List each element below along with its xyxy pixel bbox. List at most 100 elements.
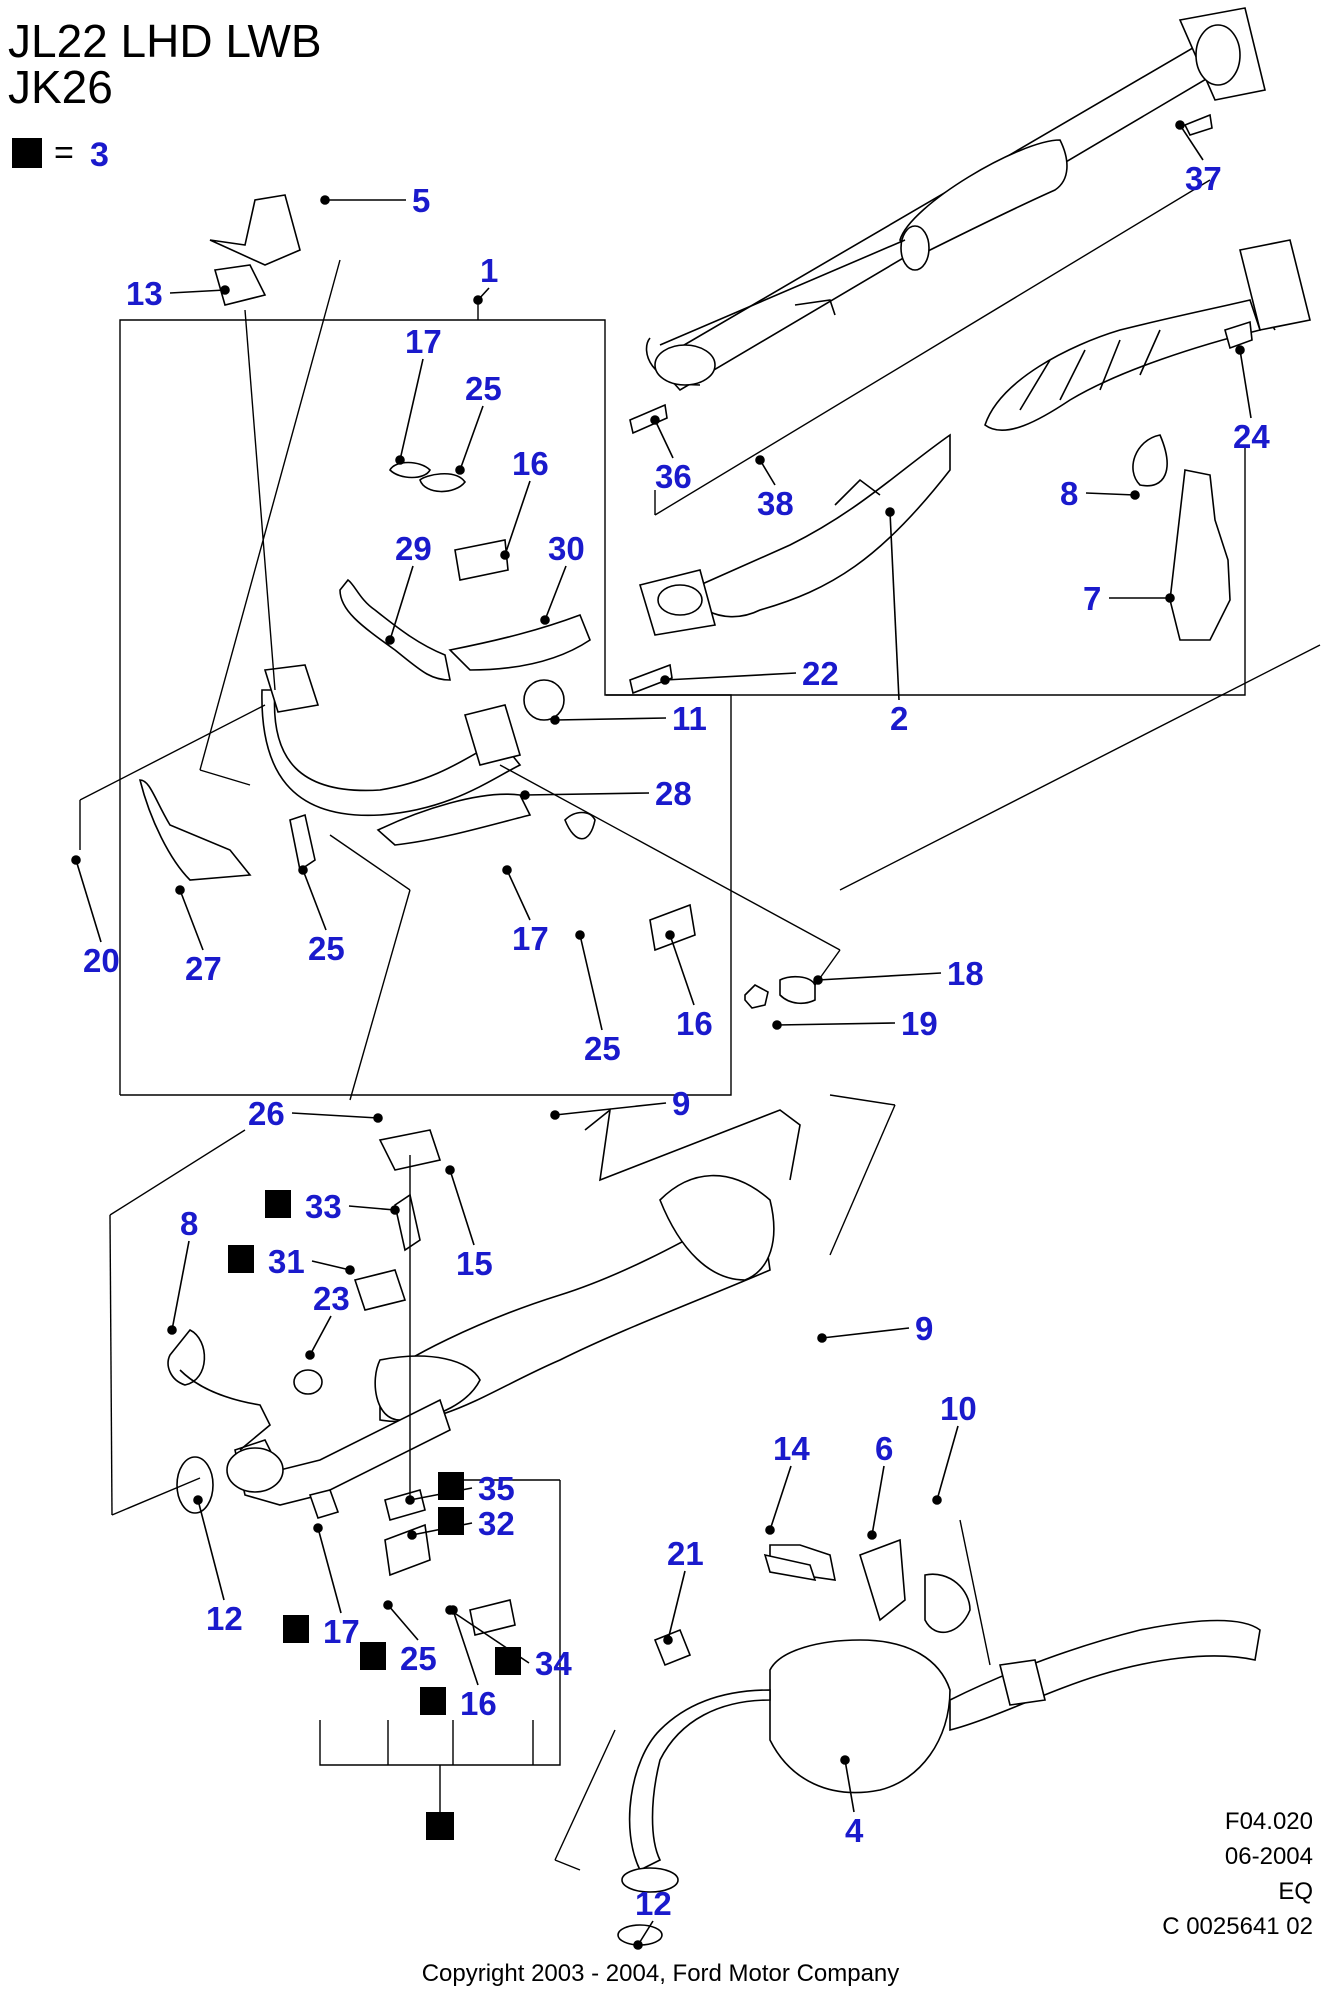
- callout-dot: [221, 286, 229, 294]
- callout-leader-line: [170, 290, 225, 293]
- callout-25: 25: [360, 1640, 437, 1677]
- callout-dot: [194, 1496, 202, 1504]
- callout-number: 31: [268, 1243, 305, 1280]
- callout-17: 17: [512, 920, 549, 957]
- callout-leader-line: [580, 935, 602, 1030]
- callout-29: 29: [395, 530, 432, 567]
- callout-dot: [868, 1531, 876, 1539]
- callout-1: 1: [480, 252, 498, 289]
- callout-5: 5: [412, 182, 430, 219]
- callout-35: 35: [438, 1470, 515, 1507]
- callout-leader-line: [303, 870, 326, 930]
- callout-37: 37: [1185, 160, 1222, 197]
- callout-leader-line: [525, 793, 649, 795]
- callout-7: 7: [1083, 580, 1101, 617]
- callout-leader-line: [555, 718, 666, 720]
- callout-20: 20: [83, 942, 120, 979]
- quantity-marker-square: [283, 1615, 309, 1643]
- ref-catalog-id: C 0025641 02: [1162, 1913, 1313, 1940]
- callout-dot: [503, 866, 511, 874]
- callout-number: 38: [757, 485, 794, 522]
- callout-leader-line: [670, 935, 694, 1005]
- callout-number: 27: [185, 950, 222, 987]
- callout-dot: [551, 716, 559, 724]
- callout-number: 36: [655, 458, 692, 495]
- diagram-title-line2: JK26: [8, 61, 113, 113]
- callout-number: 29: [395, 530, 432, 567]
- callout-leader-line: [312, 1261, 350, 1270]
- callout-leader-line: [388, 1605, 418, 1640]
- callout-leader-line: [665, 673, 796, 680]
- callout-number: 8: [1060, 475, 1078, 512]
- callout-dot: [384, 1601, 392, 1609]
- callout-dot: [841, 1756, 849, 1764]
- callout-number: 28: [655, 775, 692, 812]
- callout-number: 33: [305, 1188, 342, 1225]
- callout-dot: [72, 856, 80, 864]
- legend-marker-square: [12, 138, 42, 168]
- callout-dot: [1166, 594, 1174, 602]
- callout-leader-line: [198, 1500, 224, 1600]
- callout-26: 26: [248, 1095, 285, 1132]
- callout-number: 26: [248, 1095, 285, 1132]
- quantity-marker-square: [228, 1245, 254, 1273]
- callout-21: 21: [667, 1535, 704, 1572]
- copyright-notice: Copyright 2003 - 2004, Ford Motor Compan…: [421, 1960, 900, 1987]
- callout-8: 8: [180, 1205, 198, 1242]
- callout-number: 22: [802, 655, 839, 692]
- bracket-frames: [80, 180, 1320, 1870]
- callout-number: 10: [940, 1390, 977, 1427]
- callout-leader-line: [310, 1316, 331, 1355]
- callout-4: 4: [845, 1812, 864, 1849]
- callout-dot: [386, 636, 394, 644]
- callout-number: 16: [512, 445, 549, 482]
- callout-dot: [396, 456, 404, 464]
- callout-number: 37: [1185, 160, 1222, 197]
- callout-number: 4: [845, 1812, 864, 1849]
- callout-17: 17: [405, 323, 442, 360]
- callout-number: 2: [890, 700, 908, 737]
- part-outlines: [140, 8, 1310, 1945]
- callout-dot: [933, 1496, 941, 1504]
- callout-number: 23: [313, 1280, 350, 1317]
- callout-number: 9: [915, 1310, 933, 1347]
- callout-dot: [756, 456, 764, 464]
- callout-leaders: [72, 121, 1251, 1949]
- callout-25: 25: [465, 370, 502, 407]
- callout-16: 16: [512, 445, 549, 482]
- callout-22: 22: [802, 655, 839, 692]
- callout-10: 10: [940, 1390, 977, 1427]
- callout-number: 25: [400, 1640, 437, 1677]
- callout-dot: [576, 931, 584, 939]
- callout-dot: [766, 1526, 774, 1534]
- callout-leader-line: [180, 890, 203, 950]
- callout-leader-line: [1180, 125, 1203, 160]
- callout-dot: [1131, 491, 1139, 499]
- callout-number: 25: [308, 930, 345, 967]
- callout-dot: [661, 676, 669, 684]
- callout-leader-line: [76, 860, 101, 942]
- callout-dot: [773, 1021, 781, 1029]
- callout-number: 12: [635, 1885, 672, 1922]
- callout-leader-line: [450, 1170, 474, 1245]
- callout-number: 17: [512, 920, 549, 957]
- callout-23: 23: [313, 1280, 350, 1317]
- callout-16: 16: [420, 1685, 497, 1722]
- callout-dot: [408, 1531, 416, 1539]
- callout-leader-line: [555, 1103, 666, 1115]
- callout-dot: [634, 1941, 642, 1949]
- diagram-title-line1: JL22 LHD LWB: [8, 15, 322, 67]
- callout-leader-line: [172, 1241, 189, 1330]
- callout-31: 31: [228, 1243, 305, 1280]
- callout-number: 15: [456, 1245, 493, 1282]
- callout-dot: [666, 931, 674, 939]
- callout-38: 38: [757, 485, 794, 522]
- callout-number: 11: [672, 700, 707, 737]
- callout-dot: [406, 1496, 414, 1504]
- callout-dot: [541, 616, 549, 624]
- callout-11: 11: [672, 700, 707, 737]
- callout-30: 30: [548, 530, 585, 567]
- callout-number: 17: [405, 323, 442, 360]
